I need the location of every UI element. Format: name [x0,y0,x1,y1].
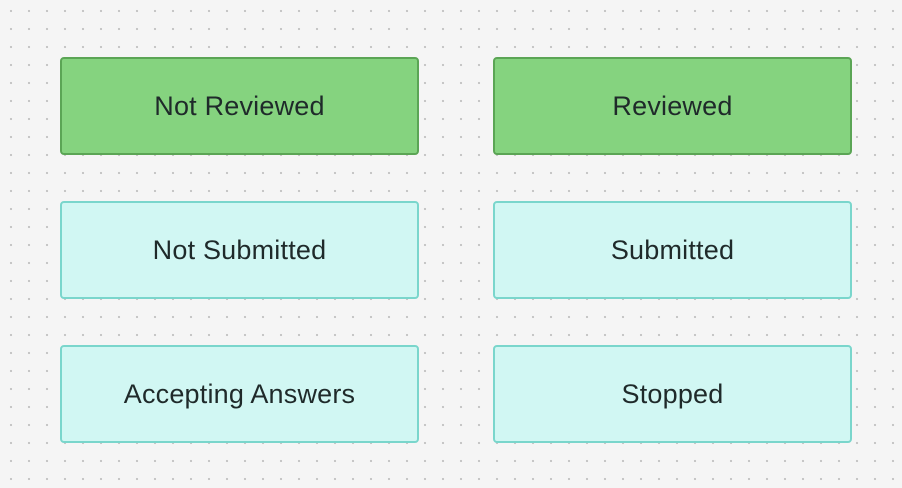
node-label: Not Submitted [152,234,327,265]
node-label: Accepting Answers [123,378,356,409]
node-submitted[interactable]: Submitted [493,201,852,299]
node-not-reviewed[interactable]: Not Reviewed [60,57,419,155]
node-label: Submitted [610,234,735,265]
node-accepting-answers[interactable]: Accepting Answers [60,345,419,443]
node-label: Stopped [621,378,724,409]
node-label: Reviewed [612,90,733,121]
node-not-submitted[interactable]: Not Submitted [60,201,419,299]
node-stopped[interactable]: Stopped [493,345,852,443]
node-label: Not Reviewed [154,90,325,121]
node-reviewed[interactable]: Reviewed [493,57,852,155]
